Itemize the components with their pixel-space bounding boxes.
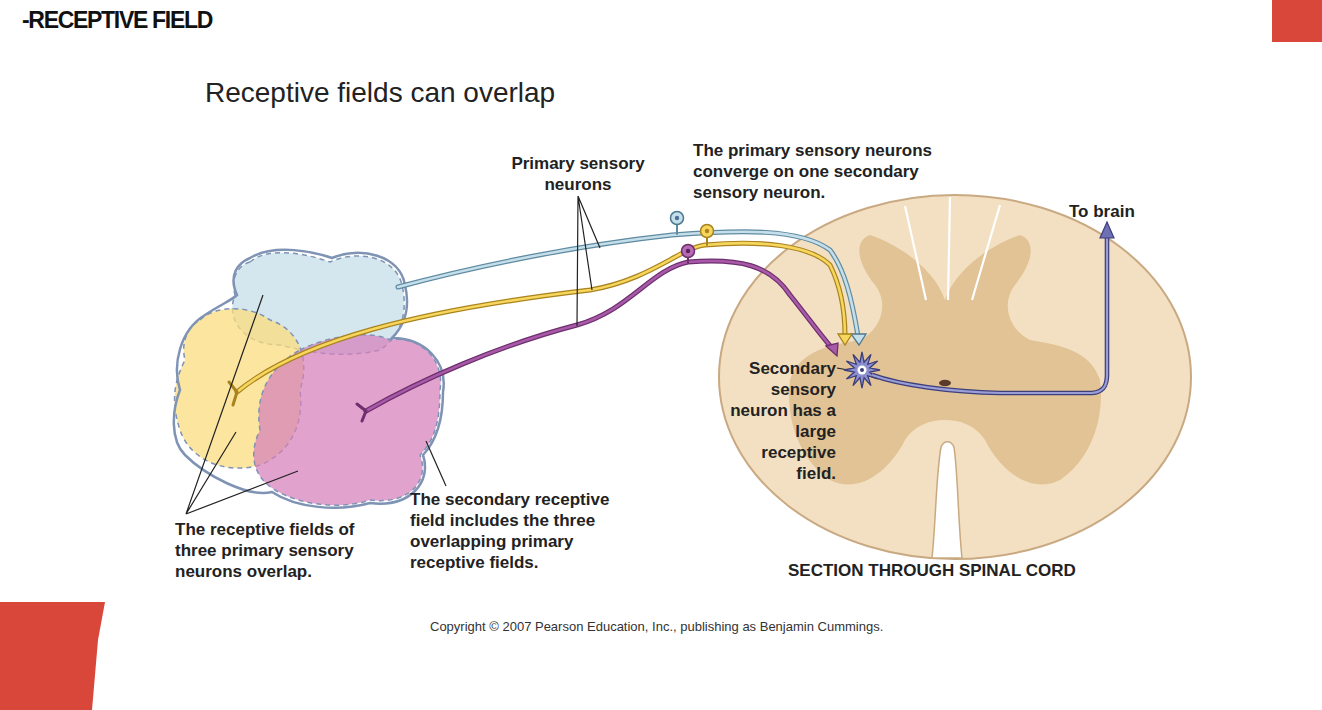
nucleolus (860, 368, 864, 372)
nucleus (686, 249, 690, 253)
corner-block (0, 602, 105, 710)
spinal-cord-section: SECTION THROUGH SPINAL CORD Secondary sen… (715, 185, 1195, 595)
stalk (706, 237, 708, 245)
dorsal-lines (905, 197, 1000, 300)
cell-body (701, 225, 714, 238)
callout-label: The receptive fields of three primary se… (175, 519, 367, 582)
dendrite-fork (229, 382, 237, 405)
arrow-label: To brain (1069, 201, 1169, 222)
neuron-soma (844, 352, 880, 388)
white-matter (719, 195, 1191, 559)
slide-title: -RECEPTIVE FIELD (22, 7, 212, 34)
leader-lines (186, 196, 600, 514)
cell-body (671, 212, 684, 225)
node-label: SECTION THROUGH SPINAL CORD (788, 560, 1168, 581)
stalk (687, 257, 689, 263)
central-canal (939, 380, 951, 386)
ventral-fissure (932, 442, 962, 558)
cell-body (682, 245, 695, 258)
callout-label: The primary sensory neurons converge on … (693, 140, 978, 203)
copyright-caption: Copyright © 2007 Pearson Education, Inc.… (430, 618, 883, 635)
subtitle: Receptive fields can overlap (205, 76, 725, 110)
leader-line (577, 196, 600, 326)
nucleus (858, 366, 867, 375)
secondary-receptive-field-outline (174, 250, 444, 508)
leader-line (426, 441, 446, 486)
nucleus (675, 216, 679, 220)
logo-block (1272, 0, 1322, 42)
stalk (676, 224, 678, 234)
blue-receptive-field (232, 253, 404, 355)
pink-receptive-field (254, 335, 441, 505)
node-label: Secondary sensory neuron has a large rec… (728, 358, 836, 484)
callout-label: The secondary receptive field includes t… (410, 489, 642, 573)
dendrite-fork (357, 404, 366, 421)
callout-label: Primary sensory neurons (495, 153, 661, 195)
yellow-receptive-field (175, 309, 304, 468)
leader-line (186, 295, 298, 514)
secondary-neuron: Secondary sensory neuron has a large rec… (728, 352, 888, 487)
nucleus (705, 229, 709, 233)
